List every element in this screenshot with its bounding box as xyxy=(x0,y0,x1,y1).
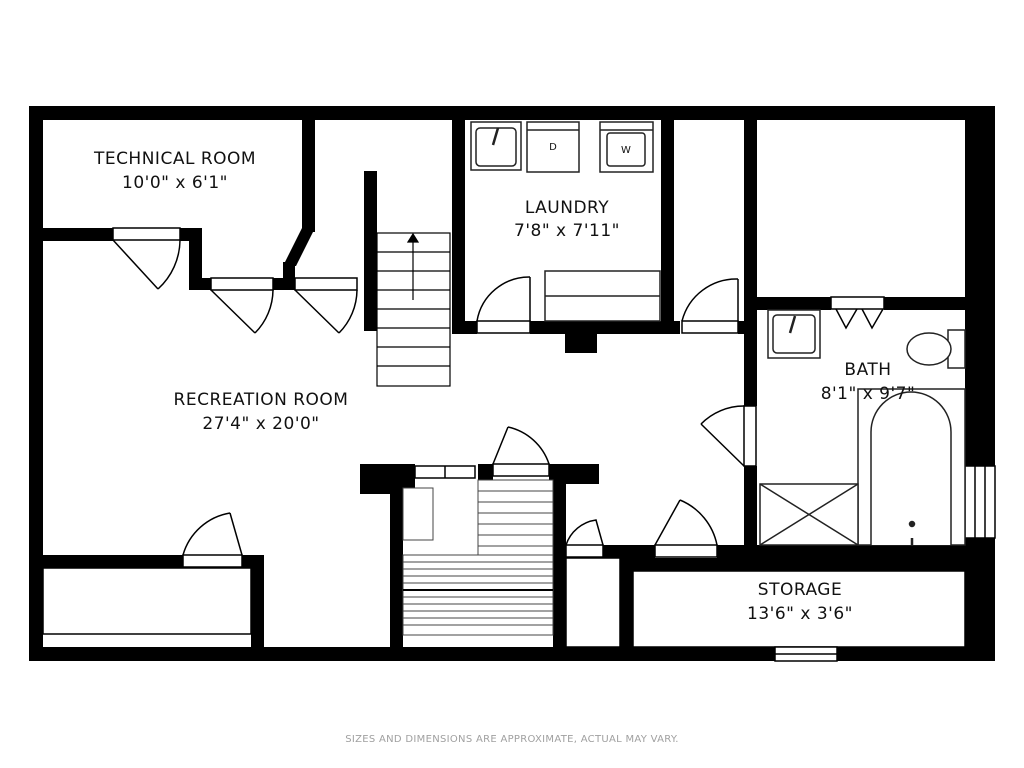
room-labels: TECHNICAL ROOM 10'0" x 6'1" LAUNDRY 7'8"… xyxy=(93,149,915,624)
doors xyxy=(112,227,885,568)
outer-wall-right xyxy=(965,106,995,466)
washer-label: W xyxy=(621,145,631,156)
staircase xyxy=(376,232,451,387)
laundry-fixtures xyxy=(470,121,661,322)
disclaimer-text: SIZES AND DIMENSIONS ARE APPROXIMATE, AC… xyxy=(345,734,679,745)
room-dims-recreation: 27'4" x 20'0" xyxy=(202,414,319,434)
bath-fixtures xyxy=(759,309,966,546)
outer-wall-right-lower xyxy=(965,538,995,661)
windows xyxy=(414,465,996,662)
outer-wall-bottom xyxy=(29,647,995,661)
room-dims-laundry: 7'8" x 7'11" xyxy=(514,221,620,241)
room-dims-technical: 10'0" x 6'1" xyxy=(122,173,228,193)
window-bath xyxy=(964,465,996,539)
room-name-technical: TECHNICAL ROOM xyxy=(93,149,256,169)
room-name-recreation: RECREATION ROOM xyxy=(174,390,349,410)
room-name-laundry: LAUNDRY xyxy=(525,198,609,218)
outer-wall-left xyxy=(29,106,43,661)
room-name-bath: BATH xyxy=(844,360,891,380)
toilet-bowl xyxy=(906,332,952,366)
room-dims-bath: 8'1" x 9'7" xyxy=(821,384,916,404)
dryer-label: D xyxy=(549,142,557,153)
closet-shelving xyxy=(402,479,554,636)
outer-wall-top xyxy=(29,106,995,120)
room-dims-storage: 13'6" x 3'6" xyxy=(747,604,853,624)
walls xyxy=(29,106,995,661)
stair-arrow-icon xyxy=(406,232,420,243)
room-name-storage: STORAGE xyxy=(758,580,842,600)
